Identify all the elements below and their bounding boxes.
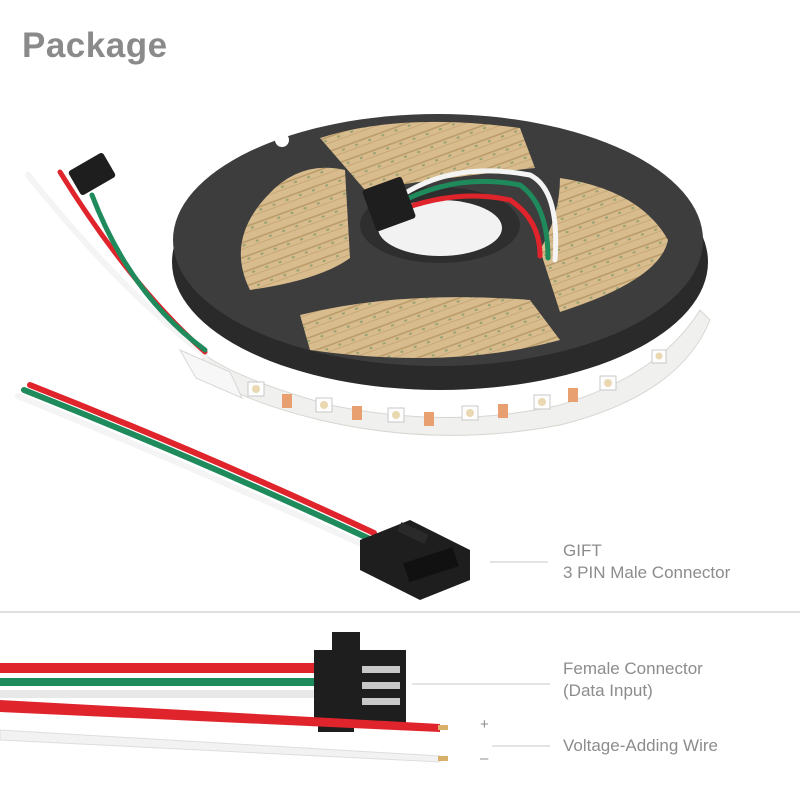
minus-sign: – bbox=[480, 750, 489, 767]
led-strip-outer-coil bbox=[197, 309, 711, 436]
gift-label: GIFT 3 PIN Male Connector bbox=[563, 540, 730, 584]
male-connector-cable bbox=[15, 382, 377, 551]
top-left-lead-wires bbox=[25, 169, 208, 358]
led-chip bbox=[315, 397, 333, 413]
female-label-line2: (Data Input) bbox=[563, 681, 653, 700]
led-chip bbox=[599, 375, 617, 391]
gift-label-line1: GIFT bbox=[563, 541, 602, 560]
plus-sign: + bbox=[480, 716, 489, 733]
female-connector bbox=[314, 632, 406, 732]
female-connector-wires bbox=[0, 663, 318, 698]
led-chip bbox=[651, 349, 667, 364]
strip-end-cap bbox=[178, 348, 244, 399]
led-chip bbox=[247, 381, 265, 397]
reel-center-wires bbox=[392, 168, 559, 263]
page-title: Package bbox=[22, 26, 168, 65]
led-chip bbox=[461, 405, 479, 421]
voltage-adding-wires bbox=[0, 700, 448, 763]
voltage-wire-label: Voltage-Adding Wire bbox=[563, 736, 718, 755]
led-strip-reel bbox=[172, 114, 708, 390]
top-left-connector bbox=[68, 152, 116, 196]
female-connector-label: Female Connector (Data Input) bbox=[563, 658, 703, 702]
female-label-line1: Female Connector bbox=[563, 659, 703, 678]
male-connector bbox=[360, 520, 470, 600]
led-chip bbox=[533, 394, 551, 410]
reel-center-connector bbox=[362, 176, 416, 232]
led-chip bbox=[387, 407, 405, 423]
gift-label-line2: 3 PIN Male Connector bbox=[563, 563, 731, 582]
